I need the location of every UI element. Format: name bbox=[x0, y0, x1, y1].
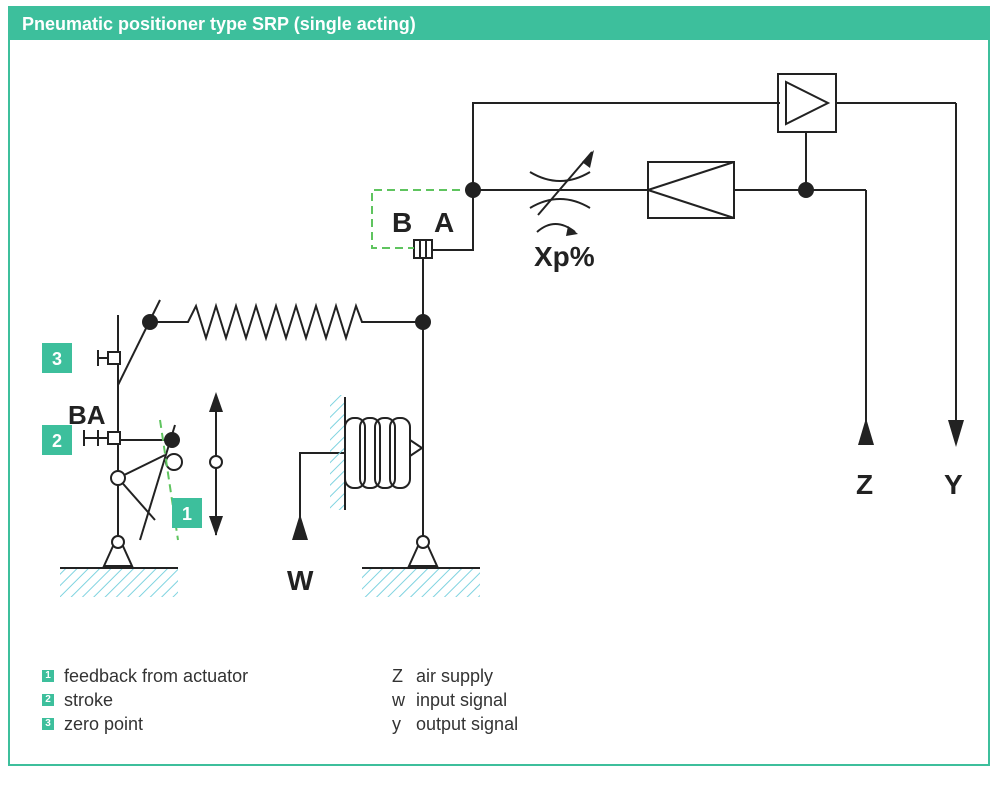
junction-node bbox=[164, 432, 180, 448]
ground-left bbox=[60, 569, 178, 597]
legend-item: y output signal bbox=[392, 712, 518, 736]
legend-text: air supply bbox=[416, 665, 494, 686]
svg-text:1: 1 bbox=[182, 504, 192, 524]
label-ba: BA bbox=[68, 400, 106, 430]
marker-3: 3 bbox=[42, 343, 72, 373]
legend-text: output signal bbox=[416, 713, 519, 734]
input-bellows bbox=[344, 397, 424, 510]
junction-node bbox=[142, 314, 158, 330]
label-y: Y bbox=[944, 469, 963, 500]
label-a: A bbox=[434, 207, 454, 238]
range-spring bbox=[150, 302, 423, 342]
svg-text:2: 2 bbox=[52, 431, 62, 451]
junction-node bbox=[415, 314, 431, 330]
marker-2: 2 bbox=[42, 425, 72, 455]
nozzle-connection bbox=[432, 190, 474, 251]
svg-text:3: 3 bbox=[52, 349, 62, 369]
legend-key: y bbox=[392, 713, 401, 734]
legend-text: feedback from actuator bbox=[64, 665, 249, 686]
legend-numbers: 1 feedback from actuator 2 stroke 3 zero po… bbox=[42, 664, 248, 736]
legend-item: 1 feedback from actuator bbox=[42, 664, 248, 688]
variable-throttle bbox=[529, 171, 591, 209]
pivot-right bbox=[407, 532, 439, 567]
legend-item: 2 stroke bbox=[42, 688, 248, 712]
ground-right bbox=[362, 569, 480, 597]
legend-item: w input signal bbox=[392, 688, 518, 712]
amplifier-triangle bbox=[785, 80, 831, 126]
supply-line-top bbox=[472, 102, 780, 190]
legend-text: zero point bbox=[64, 713, 144, 734]
legend-key: w bbox=[392, 689, 405, 710]
pivot-left bbox=[102, 532, 134, 567]
legend-item: 3 zero point bbox=[42, 712, 248, 736]
restrictor-box bbox=[647, 161, 735, 219]
label-xp: Xp% bbox=[534, 241, 595, 272]
label-z: Z bbox=[856, 469, 873, 500]
label-b: B bbox=[392, 207, 412, 238]
label-w: W bbox=[287, 565, 314, 596]
z-arrow-head bbox=[858, 418, 874, 445]
legend-num: 2 bbox=[42, 694, 54, 706]
w-arrow-head bbox=[292, 514, 308, 540]
marker-1: 1 bbox=[172, 498, 202, 528]
bellows-wall bbox=[330, 395, 344, 510]
legend-num: 1 bbox=[42, 670, 54, 682]
legend-text: input signal bbox=[416, 689, 508, 710]
junction-node bbox=[798, 182, 814, 198]
y-arrow-head bbox=[948, 420, 964, 447]
legend-key: Z bbox=[392, 665, 403, 686]
legend-text: stroke bbox=[64, 689, 114, 710]
diagram-title: Pneumatic positioner type SRP (single ac… bbox=[10, 8, 988, 40]
legend-num: 3 bbox=[42, 718, 54, 730]
flapper-dashed-link bbox=[371, 189, 473, 249]
junction-node bbox=[465, 182, 481, 198]
